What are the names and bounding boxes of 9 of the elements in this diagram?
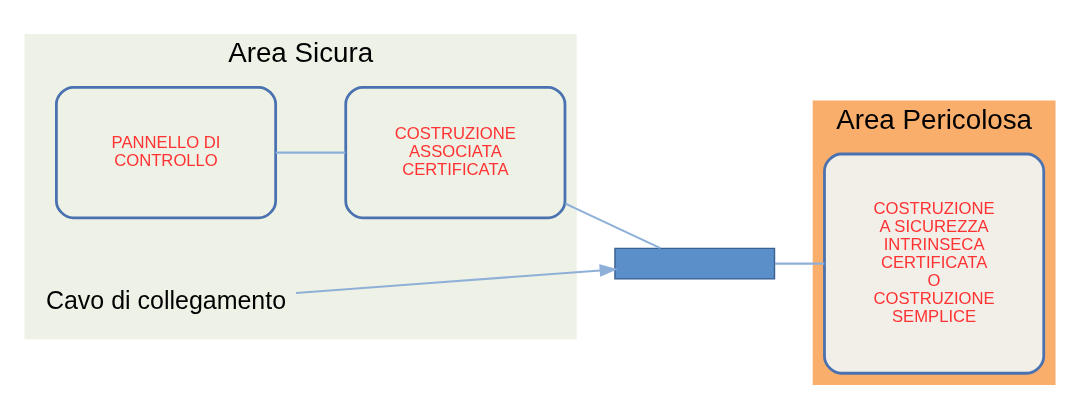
- node-box: COSTRUZIONE A SICUREZZA INTRINSECA CERTIFICATA O COSTRUZIONE SEMPLICE: [823, 152, 1046, 375]
- connector: [774, 262, 825, 265]
- node-box: COSTRUZIONE ASSOCIATA CERTIFICATA: [344, 86, 567, 220]
- node-bar: [614, 247, 776, 280]
- arrow: [296, 264, 618, 294]
- node-text: Cavo di collegamento: [45, 285, 287, 314]
- connector: [564, 202, 661, 250]
- node-box: PANNELLO DI CONTROLLO: [55, 86, 278, 220]
- connector: [275, 151, 346, 154]
